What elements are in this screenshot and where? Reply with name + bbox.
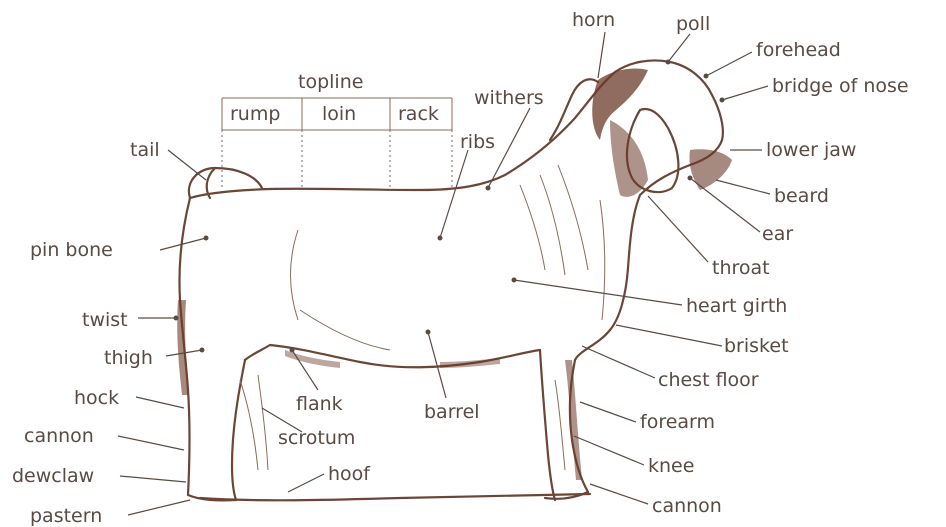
label-withers: withers <box>474 87 544 109</box>
label-pin-bone: pin bone <box>30 239 113 261</box>
label-rump: rump <box>230 103 280 125</box>
leader-lines <box>118 32 770 515</box>
label-flank: flank <box>296 393 343 415</box>
goat-illustration <box>177 60 732 500</box>
label-ribs: ribs <box>460 131 495 153</box>
label-bridge-of-nose: bridge of nose <box>772 75 909 97</box>
label-brisket: brisket <box>724 335 789 357</box>
label-cannon-rear: cannon <box>24 425 94 447</box>
labels: horn poll forehead bridge of nose lower … <box>12 9 909 527</box>
label-poll: poll <box>676 13 710 35</box>
label-beard: beard <box>774 185 829 207</box>
label-forehead: forehead <box>756 39 841 61</box>
label-hoof: hoof <box>328 463 371 485</box>
label-throat: throat <box>712 257 770 279</box>
label-topline: topline <box>298 71 363 93</box>
label-tail: tail <box>130 139 160 161</box>
label-rack: rack <box>398 103 439 125</box>
label-ear: ear <box>762 223 793 245</box>
label-heart-girth: heart girth <box>686 295 787 317</box>
label-knee: knee <box>648 455 694 477</box>
label-chest-floor: chest floor <box>658 369 759 391</box>
label-dewclaw: dewclaw <box>12 465 94 487</box>
label-hock: hock <box>74 387 119 409</box>
label-loin: loin <box>322 103 356 125</box>
label-pastern: pastern <box>30 505 102 527</box>
label-twist: twist <box>82 309 128 331</box>
label-forearm: forearm <box>640 411 715 433</box>
label-horn: horn <box>572 9 615 31</box>
label-barrel: barrel <box>424 401 480 423</box>
label-scrotum: scrotum <box>278 427 355 449</box>
label-lower-jaw: lower jaw <box>766 139 856 161</box>
label-thigh: thigh <box>104 347 153 369</box>
label-cannon-front: cannon <box>652 495 722 517</box>
